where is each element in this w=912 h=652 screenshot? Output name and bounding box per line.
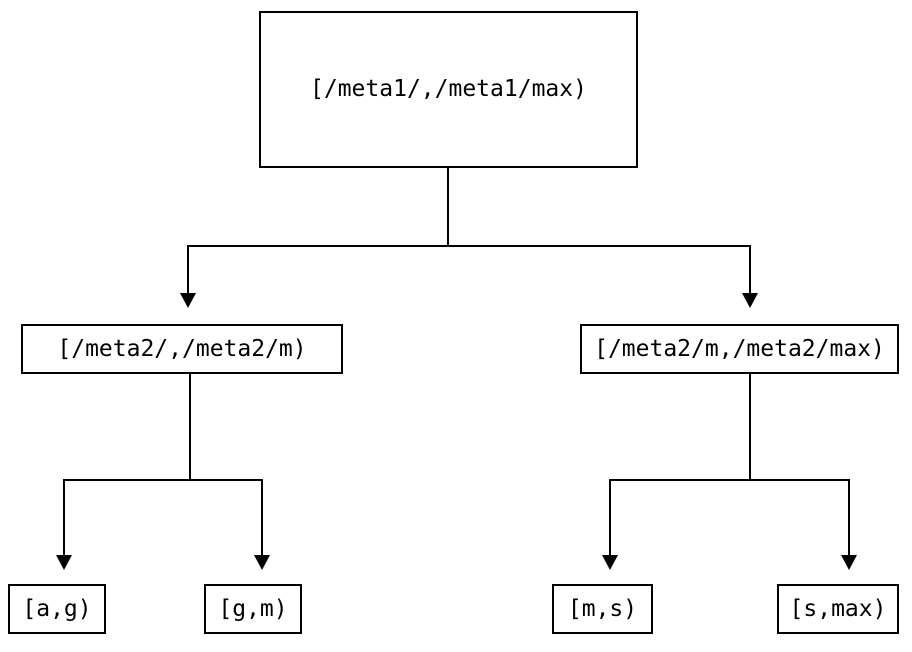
arrowhead-icon — [742, 293, 758, 308]
arrowhead-icon — [56, 555, 72, 570]
tree-node-mid-right-label: [/meta2/m,/meta2/max) — [594, 335, 885, 362]
tree-node-leaf-a-g-label: [a,g) — [22, 595, 92, 622]
tree-node-mid-right[interactable]: [/meta2/m,/meta2/max) — [580, 324, 899, 374]
edge-root-to-mid-right — [448, 245, 758, 308]
tree-node-root[interactable]: [/meta1/,/meta1/max) — [259, 11, 638, 168]
arrowhead-icon — [841, 555, 857, 570]
tree-node-mid-left[interactable]: [/meta2/,/meta2/m) — [21, 324, 343, 374]
tree-node-leaf-s-max[interactable]: [s,max) — [777, 584, 899, 634]
tree-node-leaf-m-s-label: [m,s) — [567, 595, 638, 622]
edge-mid-right-to-leaf-m-s — [602, 374, 751, 570]
edge-mid-left-to-leaf-g-m — [190, 479, 270, 570]
tree-node-leaf-a-g[interactable]: [a,g) — [8, 584, 106, 634]
edge-root-to-mid-left — [180, 168, 449, 308]
tree-node-leaf-m-s[interactable]: [m,s) — [552, 584, 653, 634]
tree-node-leaf-s-max-label: [s,max) — [789, 595, 887, 622]
tree-node-root-label: [/meta1/,/meta1/max) — [310, 76, 587, 102]
edge-mid-left-to-leaf-a-g — [56, 374, 191, 570]
tree-node-mid-left-label: [/meta2/,/meta2/m) — [57, 335, 307, 362]
arrowhead-icon — [180, 293, 196, 308]
tree-node-leaf-g-m[interactable]: [g,m) — [204, 584, 302, 634]
arrowhead-icon — [254, 555, 270, 570]
tree-node-leaf-g-m-label: [g,m) — [218, 595, 288, 622]
arrowhead-icon — [602, 555, 618, 570]
edge-mid-right-to-leaf-s-max — [750, 479, 857, 570]
